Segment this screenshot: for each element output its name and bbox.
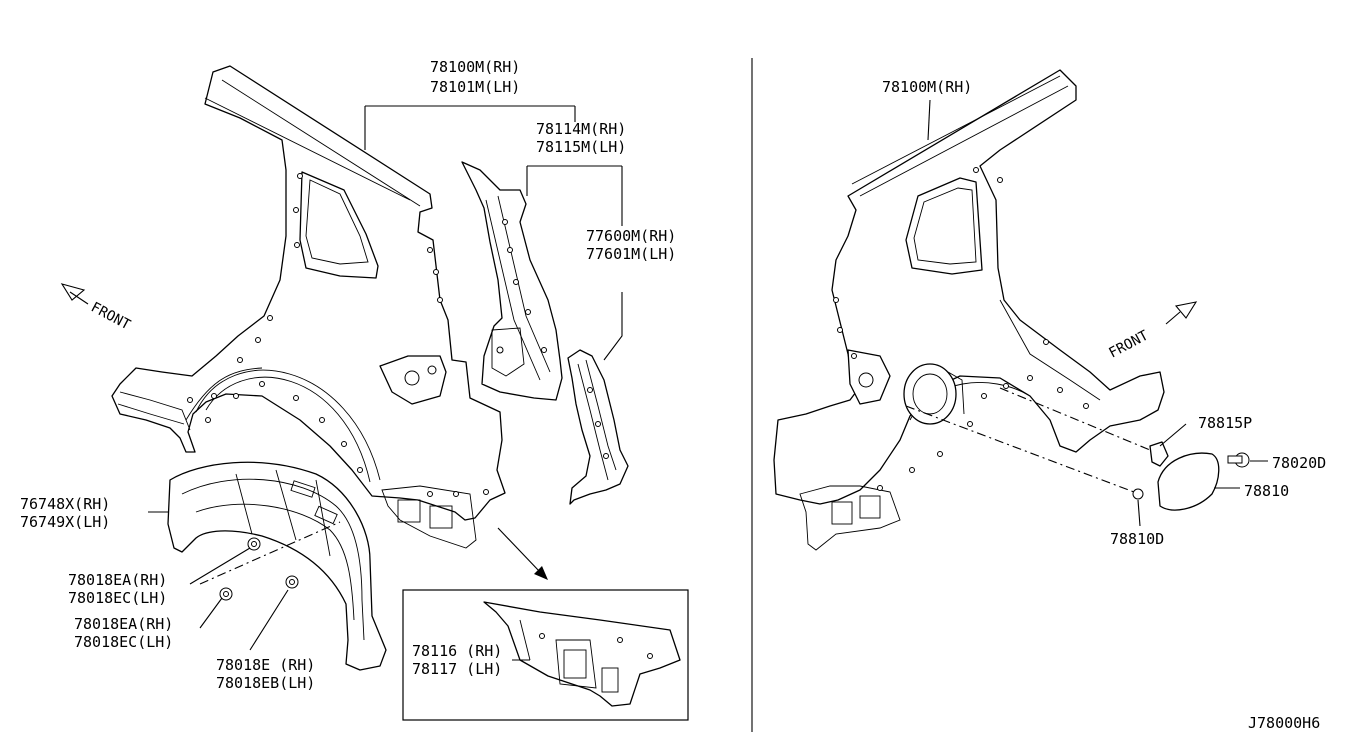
wheel-arch-liner (167, 461, 387, 671)
front-label-right: FRONT (1106, 327, 1151, 361)
label-78810D: 78810D (1110, 530, 1164, 548)
svg-text:J78000H6: J78000H6 (1248, 714, 1320, 732)
label-78018E: 78018E (RH) (216, 656, 315, 674)
bumper-78810D (1132, 488, 1144, 527)
bolt-78020D (1227, 452, 1268, 468)
label-78100M: 78100M(RH) (430, 58, 520, 76)
label-78815P: 78815P (1198, 414, 1252, 432)
svg-text:78100M(RH): 78100M(RH) (430, 58, 520, 76)
svg-text:78018EB(LH): 78018EB(LH) (216, 674, 315, 692)
svg-text:76748X(RH): 76748X(RH) (20, 495, 110, 513)
svg-text:76749X(LH): 76749X(LH) (20, 513, 110, 531)
rear-fender-outer-panel (111, 65, 506, 549)
svg-text:78116 (RH): 78116 (RH) (412, 642, 502, 660)
front-label-left: FRONT (88, 299, 133, 333)
svg-text:78114M(RH): 78114M(RH) (536, 120, 626, 138)
fuel-filler-lid-78810 (1157, 452, 1240, 511)
svg-text:FRONT: FRONT (88, 299, 133, 333)
label-78114M: 78114M(RH) (536, 120, 626, 138)
svg-text:78810: 78810 (1244, 482, 1289, 500)
svg-text:78018EA(RH): 78018EA(RH) (74, 615, 173, 633)
rear-fender-outer-panel-right (773, 69, 1165, 551)
svg-text:78018EC(LH): 78018EC(LH) (68, 589, 167, 607)
label-78116: 78116 (RH) (412, 642, 502, 660)
svg-text:78117 (LH): 78117 (LH) (412, 660, 502, 678)
label-78018EC-2: 78018EC(LH) (74, 633, 173, 651)
svg-text:78100M(RH): 78100M(RH) (882, 78, 972, 96)
clip-78018E (285, 575, 299, 589)
label-77601M: 77601M(LH) (586, 245, 676, 263)
svg-text:78101M(LH): 78101M(LH) (430, 78, 520, 96)
svg-text:77601M(LH): 77601M(LH) (586, 245, 676, 263)
svg-text:78115M(LH): 78115M(LH) (536, 138, 626, 156)
left-view (60, 65, 689, 721)
label-78018EA-1: 78018EA(RH) (68, 571, 167, 589)
svg-text:78018E (RH): 78018E (RH) (216, 656, 315, 674)
label-78810: 78810 (1244, 482, 1289, 500)
svg-text:FRONT: FRONT (1106, 327, 1151, 361)
svg-text:78020D: 78020D (1272, 454, 1326, 472)
label-78020D: 78020D (1272, 454, 1326, 472)
svg-text:78810D: 78810D (1110, 530, 1164, 548)
right-view (773, 69, 1268, 551)
detail-arrow (497, 527, 548, 580)
label-78117: 78117 (LH) (412, 660, 502, 678)
svg-text:78815P: 78815P (1198, 414, 1252, 432)
pillar-inner-78114M (461, 161, 563, 401)
fuel-lid-hinge-78815P (1149, 423, 1187, 467)
diagram-code: J78000H6 (1248, 714, 1320, 732)
detail-box (402, 589, 689, 721)
label-78018EB: 78018EB(LH) (216, 674, 315, 692)
clip-78018EA-1 (247, 537, 261, 551)
clip-78018EA-2 (219, 587, 233, 601)
label-78101M: 78101M(LH) (430, 78, 520, 96)
label-78018EA-2: 78018EA(RH) (74, 615, 173, 633)
front-arrow-left (60, 283, 89, 305)
label-76749X: 76749X(LH) (20, 513, 110, 531)
svg-text:77600M(RH): 77600M(RH) (586, 227, 676, 245)
label-78115M: 78115M(LH) (536, 138, 626, 156)
panel-77600M (567, 349, 629, 505)
label-78018EC-1: 78018EC(LH) (68, 589, 167, 607)
callout-labels: 78100M(RH) 78101M(LH) 78114M(RH) 78115M(… (20, 58, 1326, 732)
front-arrow-right (1165, 301, 1198, 325)
label-76748X: 76748X(RH) (20, 495, 110, 513)
svg-text:78018EA(RH): 78018EA(RH) (68, 571, 167, 589)
label-77600M: 77600M(RH) (586, 227, 676, 245)
label-78100M-right: 78100M(RH) (882, 78, 972, 96)
svg-text:78018EC(LH): 78018EC(LH) (74, 633, 173, 651)
